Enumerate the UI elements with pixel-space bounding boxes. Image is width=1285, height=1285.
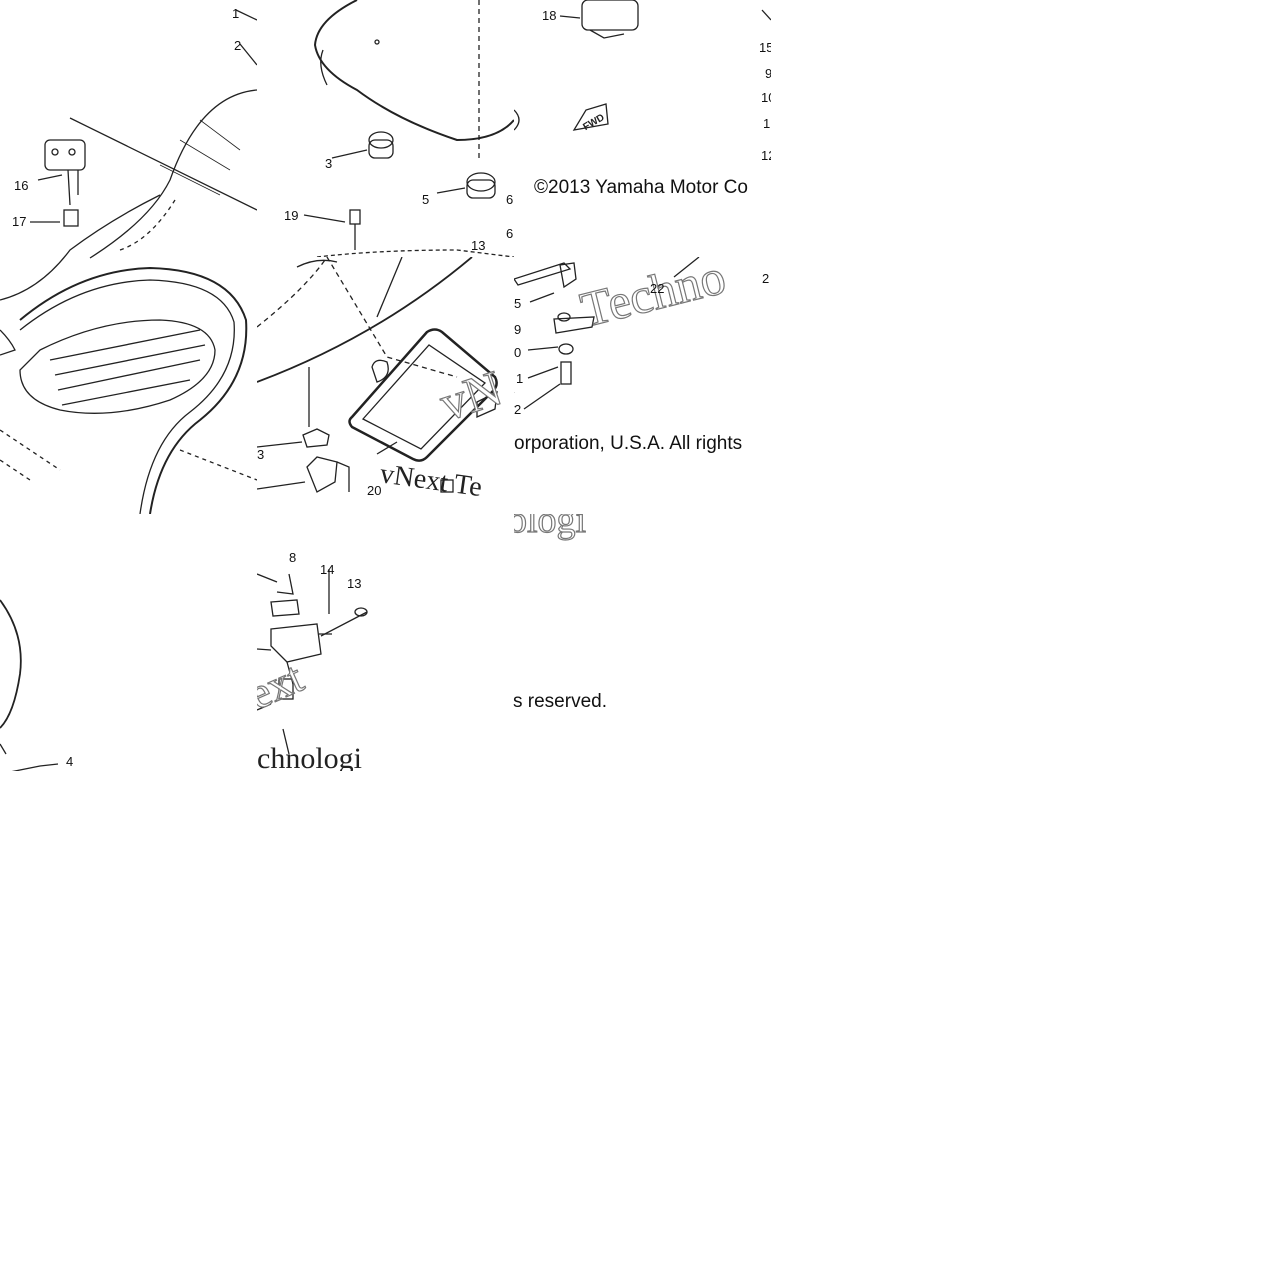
seat-left-drawing: 1 2 16 17: [0, 6, 257, 514]
watermark-vnext: vNext Te: [378, 458, 484, 503]
callout-9b: 9: [514, 322, 521, 337]
callout-3: 3: [325, 156, 332, 171]
tile-hardware: Techno 22 2 5 9 0 1 2 7 9 orporation, U.…: [514, 257, 771, 514]
callout-8: 8: [289, 550, 296, 565]
callout-22: 22: [650, 281, 664, 296]
callout-5: 5: [422, 192, 429, 207]
callout-2b: 2: [762, 271, 769, 286]
copyright-line-1: ©2013 Yamaha Motor Co: [534, 177, 748, 198]
tile-hinge: ext chnologi 8 14 13: [257, 514, 385, 771]
tile-watermark-strip: ologi: [514, 514, 642, 542]
tile-seat-middle: 3 5 6 6 19 13: [257, 0, 514, 257]
callout-20: 20: [367, 483, 381, 498]
callout-12: 12: [761, 148, 771, 163]
callout-13: 13: [471, 238, 485, 253]
lock-drawing: FWD 18 15 9 10 1 12: [514, 0, 771, 163]
callout-2c: 2: [514, 402, 521, 417]
callout-6: 6: [506, 192, 513, 207]
callout-15: 15: [759, 40, 771, 55]
watermark-strip-drawing: ologi: [514, 514, 587, 542]
copyright-line-2: orporation, U.S.A. All rights: [514, 433, 743, 454]
callout-16: 16: [14, 178, 28, 193]
left-bottom-drawing: 4: [0, 599, 73, 771]
battery-box-drawing: vN vNext Te 20 3: [257, 257, 509, 503]
callout-1: 1: [232, 6, 239, 21]
copyright-line-3: s reserved.: [513, 691, 607, 712]
callout-18: 18: [542, 8, 556, 23]
callout-6b: 6: [506, 226, 513, 241]
watermark-techno: Techno: [575, 257, 731, 338]
callout-9: 9: [765, 66, 771, 81]
tile-left-bottom: 4: [0, 514, 257, 771]
callout-3b: 3: [257, 447, 264, 462]
callout-19: 19: [284, 208, 298, 223]
seat-middle-drawing: 3 5 6 6 19 13: [284, 0, 514, 257]
callout-4: 4: [66, 754, 73, 769]
fwd-tag: FWD: [581, 112, 606, 133]
callout-14: 14: [320, 562, 334, 577]
hardware-drawing: Techno 22 2 5 9 0 1 2 7 9: [514, 257, 769, 417]
watermark-chnologi: chnologi: [257, 742, 362, 771]
tile-seat-left: 1 2 16 17: [0, 0, 257, 514]
watermark-ologi: ologi: [514, 514, 586, 541]
callout-2: 2: [234, 38, 241, 53]
tile-top-right: FWD 18 15 9 10 1 12 ©2013 Yamaha Motor C…: [514, 0, 771, 257]
callout-13b: 13: [347, 576, 361, 591]
tile-battery-box: vN vNext Te 20 3: [257, 257, 514, 514]
callout-1c: 1: [516, 371, 523, 386]
callout-17: 17: [12, 214, 26, 229]
callout-5b: 5: [514, 296, 521, 311]
watermark-ext: ext: [257, 653, 310, 720]
callout-1b: 1: [763, 116, 770, 131]
callout-10: 10: [761, 90, 771, 105]
callout-0: 0: [514, 345, 521, 360]
hinge-drawing: ext chnologi 8 14 13: [257, 550, 368, 771]
watermark-vn: vN: [433, 359, 508, 431]
